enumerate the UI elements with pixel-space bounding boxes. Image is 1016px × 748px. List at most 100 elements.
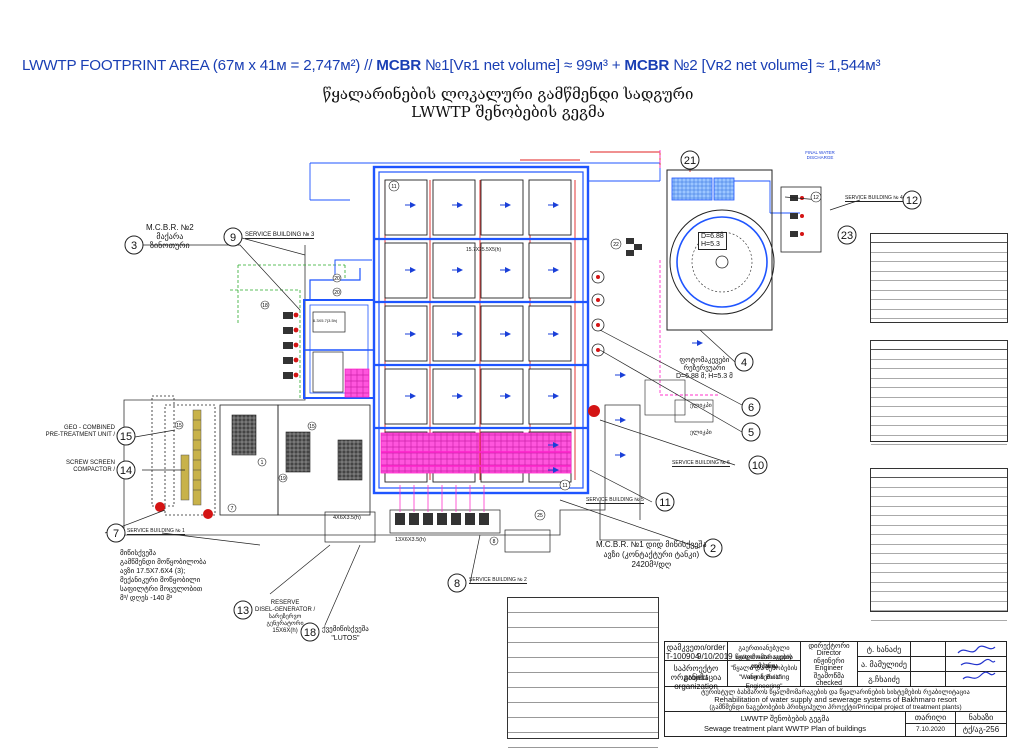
svg-text:15: 15 [309, 424, 315, 430]
project-subtitle: (გამწმენდი ნაგებობების პრინციპული პროექტ… [709, 704, 962, 711]
sheet-label: ნახაზი [968, 713, 994, 722]
sheet-number: ტქ/აგ-256 [962, 725, 1000, 734]
legend-table-1 [870, 233, 1008, 323]
order-label: დამკვეთი/order [666, 643, 726, 652]
sheet-title-en: Sewage treatment plant WWTP Plan of buil… [703, 724, 867, 733]
order-date: 9/10/2019 [697, 652, 733, 661]
label-service-building-2: SERVICE BUILDING № 2 [469, 577, 527, 584]
signatures [957, 645, 996, 680]
svg-text:20: 20 [334, 290, 340, 296]
legend-table-3 [870, 468, 1008, 621]
svg-text:11: 11 [659, 497, 670, 509]
flow-arrows [405, 202, 703, 473]
screw-compactor [180, 409, 202, 506]
checked-name: გ.ჩხაიძე [868, 675, 900, 684]
design-company-ge: "წყალი და შენობების ინჟინერია" [730, 665, 798, 681]
label-final-water: FINAL WATER DISCHARGE [805, 150, 835, 160]
label-tank-6: ელიკპი [690, 403, 712, 409]
equipment-22 [626, 238, 642, 256]
svg-text:20: 20 [334, 276, 340, 282]
svg-text:7: 7 [113, 528, 119, 540]
svg-text:5: 5 [748, 427, 754, 439]
project-title-en: Rehabilitation of water supply and sewer… [714, 695, 957, 704]
svg-text:12: 12 [906, 195, 918, 207]
generator-dims: 4X6X3.5(h) [333, 515, 361, 521]
magenta-dashed-pipe [659, 150, 720, 396]
georgian-title-1: წყალარინების ლოკალური გამწმენდი სადგური [322, 85, 694, 103]
mcbr-2-tank [303, 259, 375, 399]
director-name: ტ. ხანაძე [866, 645, 902, 654]
tank-inner-dims: 15.7X25.5X5(h) [466, 247, 502, 253]
generator-box [324, 511, 376, 543]
label-lutos: ქვემიწისქვეშა"LUTOS" [322, 626, 369, 642]
svg-text:22: 22 [613, 242, 619, 248]
checked-ge: შეამოწმა [813, 673, 845, 680]
svg-text:23: 23 [841, 230, 853, 242]
svg-text:1: 1 [261, 460, 264, 466]
label-tank-5: ელიკპი [690, 430, 712, 436]
svg-text:15: 15 [120, 431, 132, 443]
sheet-title-ge: LWWTP შენობების გეგმა [740, 714, 830, 723]
filter-panel-2 [285, 431, 311, 473]
right-blowers [591, 270, 605, 357]
callout-circles [106, 150, 922, 642]
svg-text:14: 14 [120, 465, 132, 477]
project-org-en: project organization [674, 673, 718, 691]
membrane-bank-1 [380, 432, 480, 474]
left-equipment [283, 312, 293, 379]
svg-text:2: 2 [710, 543, 716, 555]
filter-panel-3 [337, 439, 363, 481]
project-org-ge: საპროექტო ორგანიზაცია [670, 664, 722, 682]
date-label: თარიღი [914, 713, 947, 722]
svg-text:15: 15 [176, 423, 182, 429]
svg-text:11: 11 [562, 483, 567, 489]
director-en: Director [816, 650, 842, 657]
svg-text:3: 3 [131, 240, 137, 252]
svg-text:10: 10 [752, 460, 764, 472]
project-title-ge: ტურისტულ ბახმაროს წყალმომარაგების და წყა… [701, 689, 970, 696]
site-boundary [123, 245, 660, 541]
svg-text:18: 18 [262, 303, 268, 309]
svg-text:19: 19 [280, 476, 286, 482]
top-pipes [309, 162, 800, 214]
storage-box [504, 529, 551, 553]
svg-text:18: 18 [304, 627, 316, 639]
engineer-en: Engineer [814, 665, 844, 672]
legend-table-2 [870, 340, 1008, 445]
company-en: united water supply company [735, 654, 792, 670]
georgian-title-2: LWWTP შენობების გეგმა [411, 103, 605, 121]
membrane-bank-2 [480, 432, 572, 474]
svg-text:8: 8 [454, 578, 460, 590]
engineer-name: ა. მამულიძე [860, 660, 907, 669]
title-block: დამკვეთი/order T-100904 9/10/2019 გაერთი… [664, 641, 1007, 737]
svg-text:9: 9 [230, 232, 236, 244]
svg-text:8: 8 [493, 539, 496, 545]
svg-text:11: 11 [391, 184, 396, 190]
svg-text:6: 6 [748, 402, 754, 414]
svg-text:13: 13 [237, 605, 249, 617]
pre-treatment-area [151, 395, 371, 516]
svg-text:21: 21 [684, 155, 696, 167]
dosing-area [644, 379, 686, 416]
checked-en: checked [815, 680, 843, 687]
reservoir-building [666, 169, 775, 331]
blower-array [389, 485, 501, 534]
engineer-ge: ინჟინერი [813, 658, 845, 665]
leader-lines [104, 196, 861, 626]
small-markers [174, 180, 822, 546]
tank-separators [374, 237, 588, 430]
red-pumps [155, 405, 600, 519]
director-ge: დირექტორი [808, 643, 850, 650]
svg-text:4: 4 [741, 357, 747, 369]
date-value: 7.10.2020 [916, 726, 945, 733]
label-service-building-1: SERVICE BUILDING № 1 [127, 528, 185, 535]
